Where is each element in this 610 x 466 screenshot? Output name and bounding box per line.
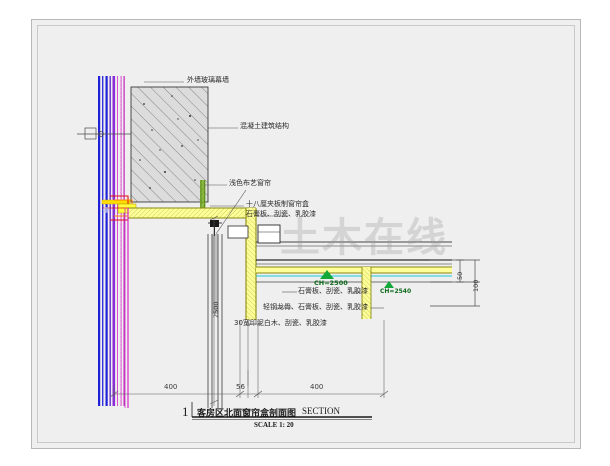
drawing-title-en: SECTION — [302, 406, 340, 416]
dimension-right-small: 50 — [456, 271, 464, 280]
label-exterior-wall: 外墙玻璃幕墙 — [187, 76, 229, 84]
drawing-scale: SCALE 1: 20 — [254, 421, 294, 429]
elevation-marker-triangle — [320, 270, 334, 279]
label-trim-detail: 30宽印泥白木、刮瓷、乳胶漆 — [234, 319, 327, 327]
elevation-tag-ceiling: CH=2500 — [314, 279, 348, 287]
right-dimension-bracket — [430, 259, 480, 307]
ceiling-plane-lines — [256, 241, 452, 283]
curtain-leader-line — [215, 189, 247, 235]
label-curtain-box-finish: 石膏板、刮瓷、乳胶漆 — [246, 210, 316, 218]
dimension-right-span: 400 — [310, 383, 324, 391]
cad-linework — [77, 76, 480, 420]
drawing-title-cn: 客房区北面窗帘盒剖面图 — [197, 409, 297, 419]
dimension-left-span: 400 — [164, 383, 178, 391]
elevation-marker-triangle-2 — [384, 281, 394, 288]
ceiling-junction-box — [227, 224, 281, 244]
concrete-structure-block — [130, 86, 209, 203]
vertical-dimension-2500 — [209, 215, 219, 406]
leader-lines — [144, 81, 384, 325]
label-concrete-structure: 混凝土建筑结构 — [240, 122, 289, 130]
bottom-dimension-chain — [109, 320, 389, 398]
exterior-curtain-wall-assembly — [98, 76, 125, 406]
dimension-vertical-height: 2500 — [212, 301, 220, 318]
label-ceiling-assembly: 轻钢龙骨、石膏板、刮瓷、乳胶漆 — [263, 303, 368, 311]
curtain-fabric — [200, 180, 206, 210]
dimension-right-large: 100 — [472, 279, 480, 292]
label-curtain-box: 十八厘夹板制窗帘盒 — [246, 200, 309, 208]
curtain-track-rail — [208, 220, 222, 236]
label-ceiling-finish: 石膏板、刮瓷、乳胶漆 — [298, 287, 368, 295]
detail-number: 1 — [182, 404, 189, 419]
drawing-sheet: 外墙玻璃幕墙 混凝土建筑结构 浅色布艺窗帘 十八厘夹板制窗帘盒 石膏板、刮瓷、乳… — [31, 19, 581, 449]
label-curtain-fabric: 浅色布艺窗帘 — [229, 179, 271, 187]
curtain-drape-lines — [207, 234, 223, 408]
elevation-tag-ceiling-2: CH=2540 — [380, 288, 412, 295]
title-underline — [191, 402, 372, 420]
gypsum-edge-column — [361, 267, 372, 319]
watermark-text: 土木在线 — [280, 215, 448, 261]
dimension-mid-span: 56 — [236, 383, 245, 391]
